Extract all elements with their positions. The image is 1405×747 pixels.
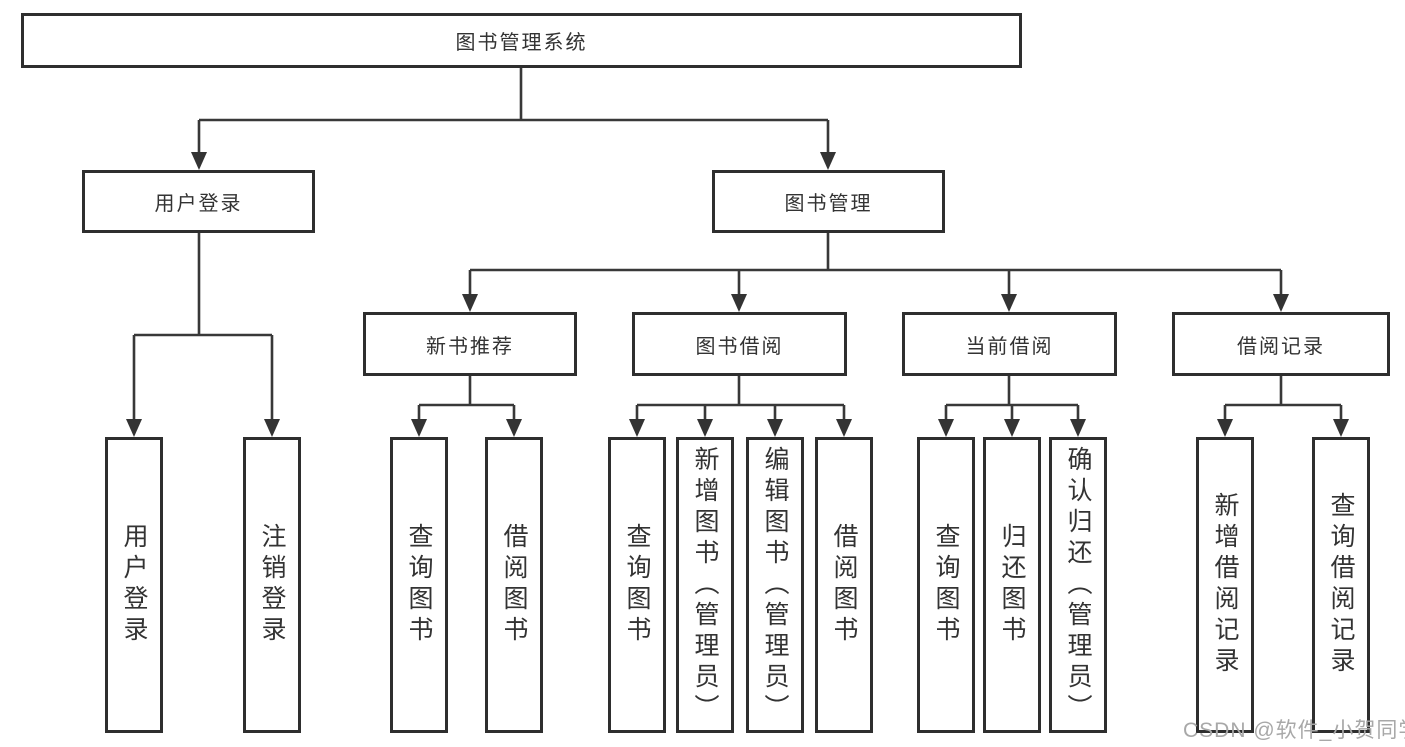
leaf-add-borrow-record: 新增借阅记录	[1196, 437, 1254, 733]
leaf-return-books: 归还图书	[983, 437, 1041, 733]
leaf-edit-book-admin: 编辑图书（管理员）	[746, 437, 804, 733]
csdn-watermark: CSDN @软件_小贺同学	[1183, 719, 1405, 742]
node-book-borrow: 图书借阅	[632, 312, 847, 376]
leaf-user-login: 用户登录	[105, 437, 163, 733]
leaf-borrow-books: 借阅图书	[815, 437, 873, 733]
leaf-add-book-admin: 新增图书（管理员）	[676, 437, 734, 733]
node-borrow-records: 借阅记录	[1172, 312, 1390, 376]
node-library-management-system: 图书管理系统	[21, 13, 1022, 68]
node-user-login: 用户登录	[82, 170, 315, 233]
leaf-query-books-recommend: 查询图书	[390, 437, 448, 733]
leaf-query-books-borrow: 查询图书	[608, 437, 666, 733]
leaf-query-books-current: 查询图书	[917, 437, 975, 733]
node-book-management: 图书管理	[712, 170, 945, 233]
leaf-logout: 注销登录	[243, 437, 301, 733]
leaf-query-borrow-record: 查询借阅记录	[1312, 437, 1370, 733]
leaf-borrow-books-recommend: 借阅图书	[485, 437, 543, 733]
node-new-book-recommend: 新书推荐	[363, 312, 577, 376]
node-current-borrow: 当前借阅	[902, 312, 1117, 376]
leaf-confirm-return-admin: 确认归还（管理员）	[1049, 437, 1107, 733]
